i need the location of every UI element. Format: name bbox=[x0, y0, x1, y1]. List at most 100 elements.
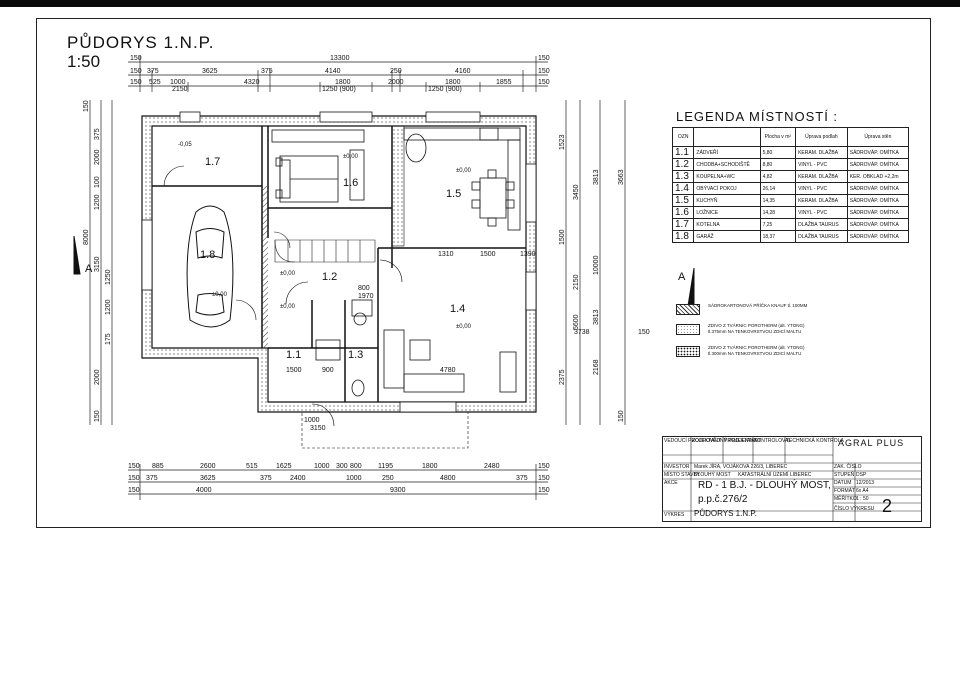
dim-bottom-3-d: 150 bbox=[538, 487, 550, 494]
room-label-1-1: 1.1 bbox=[286, 349, 301, 361]
dim-top-2-g: 4160 bbox=[455, 68, 471, 75]
room-label-1-6: 1.6 bbox=[343, 177, 358, 189]
level-1-6: ±0,00 bbox=[343, 154, 359, 160]
dim-top-3-f: 2000 bbox=[388, 79, 404, 86]
tb-head-2: ZODPOVĚDNÝ PROJEKTANT bbox=[692, 438, 762, 444]
dim-bottom-1-i: 1195 bbox=[378, 463, 393, 470]
car-icon bbox=[186, 205, 234, 328]
tb-drawing: PŮDORYS 1.N.P. bbox=[694, 509, 757, 518]
top-dimension-row-3: 150 525 1000 4320 1800 2000 1800 1855 15… bbox=[130, 79, 550, 93]
key-wall-375-swatch bbox=[676, 324, 700, 335]
room-label-1-8: 1.8 bbox=[200, 249, 215, 261]
key-wall-300-swatch bbox=[676, 346, 700, 357]
sofa-icon bbox=[383, 329, 517, 393]
dim-left-7: 3150 bbox=[94, 256, 101, 272]
tb-location: DLOUHÝ MOST bbox=[694, 472, 731, 478]
dim-bottom-1-d: 515 bbox=[246, 463, 258, 470]
dim-left-5: 1200 bbox=[94, 194, 101, 210]
garage-wall-hatch bbox=[262, 186, 268, 348]
dim-top-2-d: 375 bbox=[261, 68, 273, 75]
company-name: AGRAL PLUS bbox=[838, 438, 905, 448]
dim-int-6: 900 bbox=[322, 367, 334, 374]
tb-head-3: PROJEKTANT bbox=[724, 438, 757, 444]
bottom-dimension-row-3: 150 4000 9300 150 bbox=[128, 487, 550, 494]
dim-right-9: 5600 bbox=[573, 314, 580, 330]
dim-int-9: 3738 bbox=[574, 329, 590, 336]
tb-meta-label-6: ČÍSLO VÝKRESU bbox=[834, 506, 875, 512]
top-dimension-row-2: 150 375 3625 375 4140 250 4160 150 bbox=[130, 68, 550, 75]
dim-bottom-1-l: 150 bbox=[538, 463, 550, 470]
dim-top-3-sub-b: 1250 (900) bbox=[322, 86, 356, 93]
room-label-1-2: 1.2 bbox=[322, 271, 337, 283]
dim-bottom-2-b: 375 bbox=[146, 475, 158, 482]
tb-meta-label-5: MĚŘÍTKO bbox=[834, 496, 857, 502]
top-dimension-lines bbox=[128, 56, 548, 92]
top-dimension-row-1: 150 13300 150 bbox=[130, 55, 550, 62]
title-block-grid bbox=[663, 437, 921, 521]
dim-bottom-2-i: 375 bbox=[516, 475, 528, 482]
dim-bottom-1-j: 1800 bbox=[422, 463, 438, 470]
dim-right-7: 2150 bbox=[573, 274, 580, 290]
dim-bottom-1-k: 2480 bbox=[484, 463, 500, 470]
dim-bottom-2-g: 250 bbox=[382, 475, 394, 482]
dim-top-2-c: 3625 bbox=[202, 68, 218, 75]
legend-header-row: OZN Plocha v m² Úprava podlah Úprava stě… bbox=[671, 127, 910, 147]
legend-header-floor: Úprava podlah bbox=[795, 127, 848, 147]
tb-meta-label-4: FORMÁT bbox=[834, 488, 856, 494]
dim-left-3: 2000 bbox=[94, 149, 101, 165]
dim-top-3-e: 1800 bbox=[335, 79, 351, 86]
dim-int-12: 3150 bbox=[310, 425, 326, 432]
dim-int-4: 4780 bbox=[440, 367, 456, 374]
dim-left-2: 375 bbox=[94, 128, 101, 140]
dim-right-12: 150 bbox=[618, 410, 625, 422]
dim-top-2-h: 150 bbox=[538, 68, 550, 75]
scan-top-edge bbox=[0, 0, 960, 7]
dim-right-6: 1500 bbox=[559, 229, 566, 245]
section-marks bbox=[73, 235, 695, 307]
dim-top-3-h: 1855 bbox=[496, 79, 512, 86]
dim-right-2: 3813 bbox=[593, 169, 600, 185]
dim-top-3-d: 4320 bbox=[244, 79, 260, 86]
level-1-5: ±0,00 bbox=[456, 168, 472, 174]
tb-meta-value-4: 6x A4 bbox=[856, 488, 869, 494]
dim-top-1-c: 150 bbox=[538, 55, 550, 62]
dim-int-3: 1390 bbox=[520, 251, 536, 258]
dim-int-2: 1500 bbox=[480, 251, 496, 258]
dim-top-3-c: 1000 bbox=[170, 79, 186, 86]
door-swings bbox=[163, 165, 403, 427]
level-1-1: ±0,00 bbox=[280, 304, 296, 310]
tb-meta-label-3: DATUM bbox=[834, 480, 852, 486]
staircase bbox=[274, 239, 376, 263]
level-1-8: ±0,00 bbox=[212, 292, 228, 298]
room-labels: 1.1 1.2 1.3 1.4 1.5 1.6 1.7 1.8 bbox=[200, 156, 465, 361]
right-dimension-lines bbox=[565, 100, 626, 425]
tb-meta-value-5: 1 : 50 bbox=[856, 496, 869, 502]
key-plasterboard-text: SÁDROKARTONOVÁ PŘÍČKA KNAUF tl. 100MM bbox=[708, 303, 808, 308]
tb-project-line-1: RD - 1 B.J. - DLOUHÝ MOST, bbox=[698, 480, 831, 491]
dim-bottom-1-b: 885 bbox=[152, 463, 164, 470]
dim-top-2-f: 250 bbox=[390, 68, 402, 75]
bottom-dimension-row-2: 150 375 3625 375 2400 1000 250 4800 375 … bbox=[128, 475, 550, 482]
legend-header-area: Plocha v m² bbox=[759, 127, 797, 147]
exterior-walls bbox=[141, 115, 537, 413]
tb-investor-label: INVESTOR bbox=[664, 464, 690, 470]
dim-left-8: 1250 bbox=[105, 269, 112, 285]
dim-top-3-a: 150 bbox=[130, 79, 142, 86]
dim-bottom-3-b: 4000 bbox=[196, 487, 212, 494]
legend-title: LEGENDA MÍSTNOSTÍ : bbox=[676, 109, 839, 124]
room-label-1-5: 1.5 bbox=[446, 188, 461, 200]
dim-top-3-b: 525 bbox=[149, 79, 161, 86]
dim-bottom-2-a: 150 bbox=[128, 475, 140, 482]
dim-int-7: 800 bbox=[358, 285, 370, 292]
level-1-7: -0,05 bbox=[178, 142, 192, 148]
dim-bottom-3-a: 150 bbox=[128, 487, 140, 494]
tb-head-1: VEDOUCÍ PROJEKTANT bbox=[664, 438, 721, 444]
left-dimension-lines bbox=[89, 100, 113, 425]
dim-left-1: 150 bbox=[83, 100, 90, 112]
